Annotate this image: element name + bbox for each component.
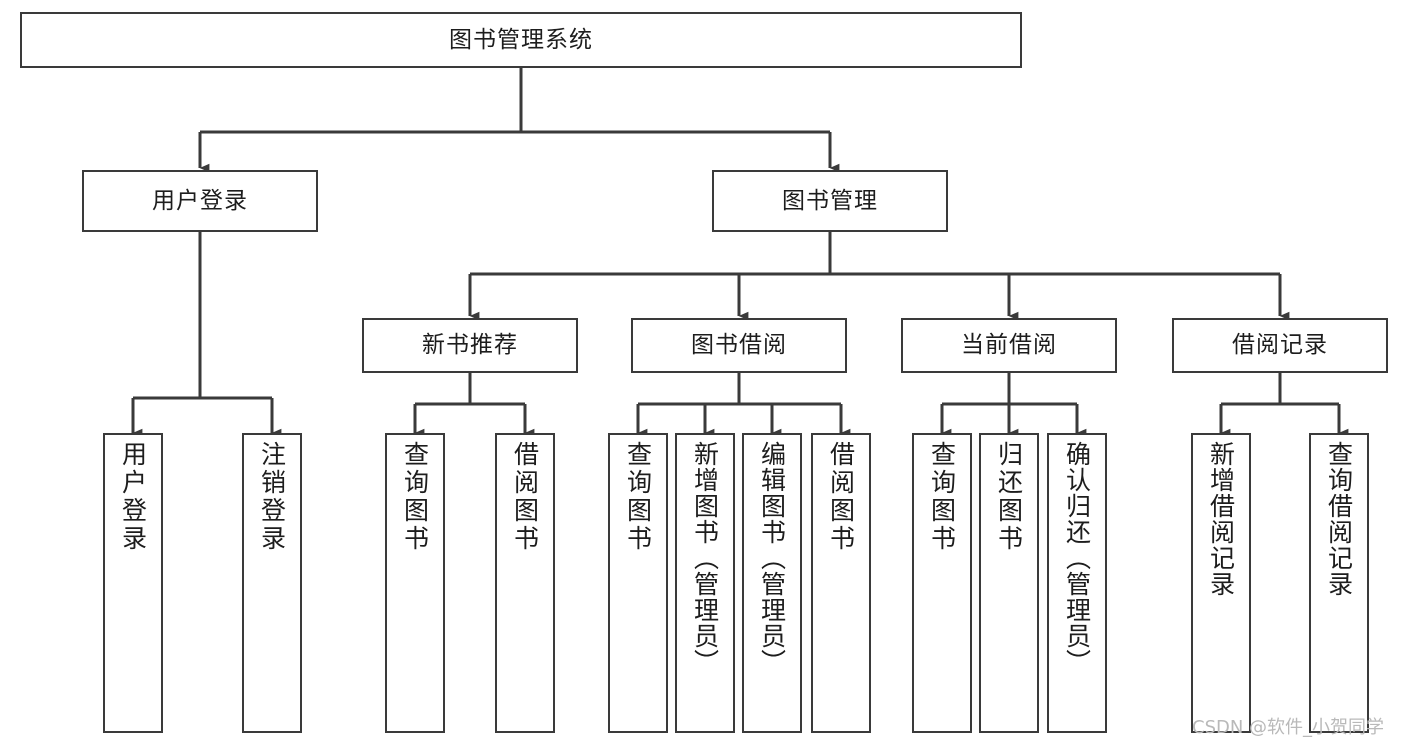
node-label: 归还图书 xyxy=(994,441,1024,553)
node-label: 查询图书 xyxy=(400,441,430,553)
leaf-borrow-edit-book-admin[interactable]: 编辑图书（管理员） xyxy=(742,433,802,733)
node-label: 查询借阅记录 xyxy=(1324,441,1354,597)
node-label: 新增借阅记录 xyxy=(1206,441,1236,597)
leaf-user-login-logout[interactable]: 注销登录 xyxy=(242,433,302,733)
node-label: 用户登录 xyxy=(152,187,248,214)
node-label: 借阅图书 xyxy=(826,441,856,553)
node-label: 图书借阅 xyxy=(691,332,787,358)
node-label: 查询图书 xyxy=(927,441,957,553)
node-label: 图书管理 xyxy=(782,187,878,214)
node-borrow-record[interactable]: 借阅记录 xyxy=(1172,318,1388,373)
node-label: 注销登录 xyxy=(257,441,287,553)
node-new-book-recommend[interactable]: 新书推荐 xyxy=(362,318,578,373)
node-root-system[interactable]: 图书管理系统 xyxy=(20,12,1022,68)
leaf-current-return-book[interactable]: 归还图书 xyxy=(979,433,1039,733)
leaf-record-add-record[interactable]: 新增借阅记录 xyxy=(1191,433,1251,733)
csdn-watermark: CSDN @软件_小贺同学 xyxy=(1192,717,1385,738)
leaf-current-confirm-return-admin[interactable]: 确认归还（管理员） xyxy=(1047,433,1107,733)
leaf-current-query-book[interactable]: 查询图书 xyxy=(912,433,972,733)
node-label: 当前借阅 xyxy=(961,332,1057,358)
node-book-borrow[interactable]: 图书借阅 xyxy=(631,318,847,373)
leaf-borrow-add-book-admin[interactable]: 新增图书（管理员） xyxy=(675,433,735,733)
node-label: 编辑图书（管理员） xyxy=(757,441,787,675)
node-book-management[interactable]: 图书管理 xyxy=(712,170,948,232)
node-label: 借阅图书 xyxy=(510,441,540,553)
node-label: 新增图书（管理员） xyxy=(690,441,720,675)
leaf-recommend-borrow-book[interactable]: 借阅图书 xyxy=(495,433,555,733)
leaf-borrow-borrow-book[interactable]: 借阅图书 xyxy=(811,433,871,733)
leaf-record-query-record[interactable]: 查询借阅记录 xyxy=(1309,433,1369,733)
node-label: 确认归还（管理员） xyxy=(1062,441,1092,675)
node-user-login[interactable]: 用户登录 xyxy=(82,170,318,232)
node-label: 新书推荐 xyxy=(422,332,518,358)
node-label: 图书管理系统 xyxy=(449,26,593,53)
leaf-user-login-login[interactable]: 用户登录 xyxy=(103,433,163,733)
node-label: 查询图书 xyxy=(623,441,653,553)
node-current-borrow[interactable]: 当前借阅 xyxy=(901,318,1117,373)
node-label: 借阅记录 xyxy=(1232,332,1328,358)
leaf-borrow-query-book[interactable]: 查询图书 xyxy=(608,433,668,733)
node-label: 用户登录 xyxy=(118,441,148,553)
leaf-recommend-query-book[interactable]: 查询图书 xyxy=(385,433,445,733)
